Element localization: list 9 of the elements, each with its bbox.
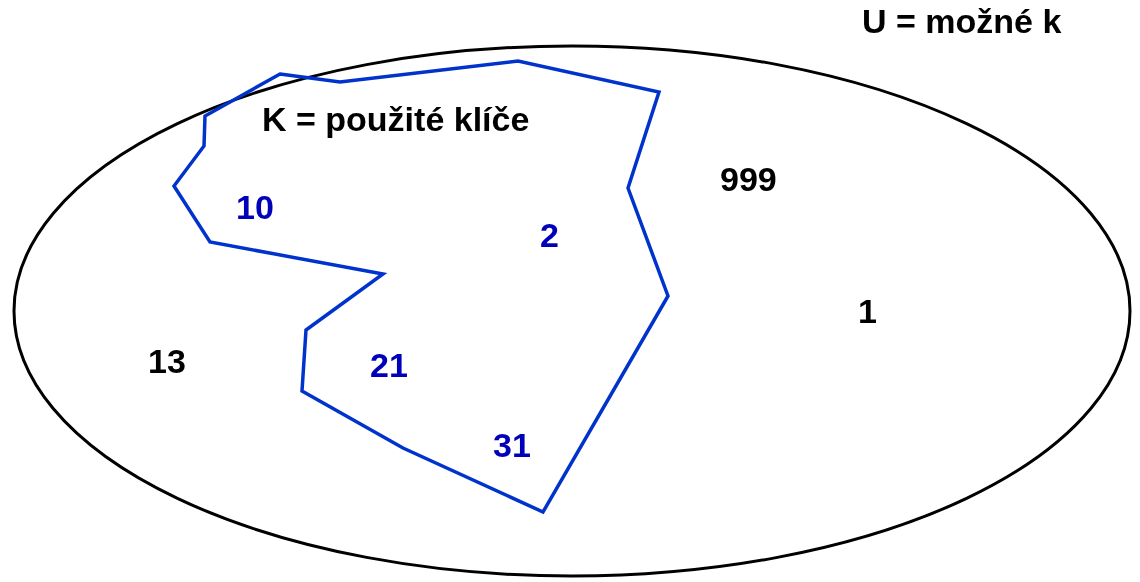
set-element: 13: [148, 344, 186, 378]
set-element: 2: [540, 218, 559, 252]
set-heading: K = použité klíče: [262, 102, 530, 136]
set-element: 21: [370, 348, 408, 382]
set-element: 10: [236, 190, 274, 224]
set-heading: U = možné k: [862, 4, 1062, 38]
set-element: 999: [720, 162, 777, 196]
set-element: 1: [858, 294, 877, 328]
set-element: 31: [493, 428, 531, 462]
